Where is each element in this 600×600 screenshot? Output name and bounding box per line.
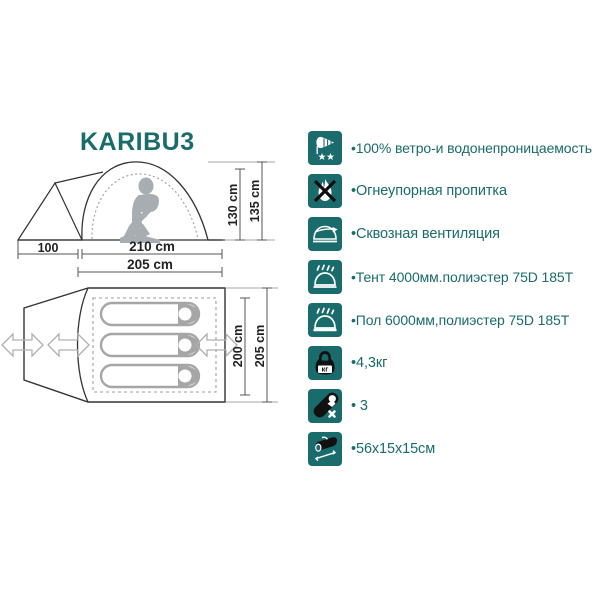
dim-label-outer-height: 135 cm	[248, 180, 262, 222]
sleeping-person-capacity-icon	[308, 388, 342, 423]
kettlebell-weight-icon: кг	[308, 345, 342, 380]
feature-row-floor: •Пол 6000мм,полиэстер 75D 185T	[308, 298, 600, 341]
vestibule-ridge	[54, 171, 104, 184]
page-title: KARIBU3	[80, 128, 195, 156]
airflow-arrow	[1, 332, 44, 358]
svg-text:кг: кг	[322, 364, 329, 373]
dim-inner-height	[235, 168, 245, 241]
feature-label: •Пол 6000мм,полиэстер 75D 185T	[351, 311, 570, 328]
feature-label: •56x15x15см	[351, 440, 436, 457]
tent-outer-shell	[81, 161, 209, 241]
feature-row-packed-size: •56x15x15см	[308, 427, 600, 470]
dome-ventilation-icon	[308, 216, 342, 251]
airflow-arrow	[47, 332, 90, 358]
feature-list: •100% ветро-и водонепроницаемость •Огнеу…	[308, 126, 600, 470]
floor-inner-dashed	[92, 297, 217, 393]
feature-row-capacity: • 3	[308, 384, 600, 427]
dim-label-inner-depth: 200 cm	[231, 325, 245, 367]
dim-label-inner-length: 210 cm	[129, 239, 175, 254]
dim-label-inner-height: 130 cm	[226, 184, 240, 226]
windsock-two-stars-icon	[308, 130, 342, 165]
packed-carry-bag-icon	[308, 431, 342, 466]
dim-inner-depth	[240, 297, 250, 396]
feature-row-flysheet: •Тент 4000мм.полиэстер 75D 185T	[308, 255, 600, 298]
person-silhouette	[120, 177, 160, 243]
airflow-arrow	[195, 332, 238, 358]
dim-vestibule-width	[17, 240, 79, 259]
flame-crossed-out-icon	[308, 173, 342, 208]
feature-row-fire-retardant: •Огнеупорная пропитка	[308, 169, 600, 212]
sleeping-bag	[99, 332, 201, 358]
dim-outer-depth	[262, 287, 272, 403]
rain-on-floor-icon	[308, 302, 342, 337]
sleeping-bag-group	[99, 301, 201, 389]
dim-label-outer-depth: 205 cm	[253, 325, 267, 367]
dim-inner-length	[81, 249, 223, 259]
feature-label: •Тент 4000мм.полиэстер 75D 185T	[351, 268, 574, 285]
feature-label: •100% ветро-и водонепроницаемость	[351, 139, 592, 156]
feature-label: •Сквозная вентиляция	[351, 225, 500, 242]
floor-inner-wall	[76, 287, 89, 403]
feature-label: •Огнеупорная пропитка	[351, 182, 507, 199]
vestibule-outline	[16, 181, 83, 241]
tent-technical-drawing: 100 210 cm 205 cm	[0, 150, 300, 440]
floor-plan-group: 200 cm 205 cm	[1, 271, 278, 403]
sleeping-bag	[99, 363, 201, 389]
dim-label-outer-length: 205 cm	[127, 257, 173, 272]
feature-label: • 3	[351, 397, 368, 414]
feature-row-weight: кг •4,3кг	[308, 341, 600, 384]
side-view-group: 100 210 cm 205 cm	[16, 161, 275, 277]
feature-row-windproof: •100% ветро-и водонепроницаемость	[308, 126, 600, 169]
rain-on-dome-icon	[308, 259, 342, 294]
feature-row-ventilation: •Сквозная вентиляция	[308, 212, 600, 255]
dim-label-vestibule-width: 100	[38, 241, 59, 255]
drawing-svg: 100 210 cm 205 cm	[1, 161, 278, 403]
sleeping-bag	[99, 301, 201, 327]
feature-label: •4,3кг	[351, 354, 388, 371]
dim-outer-height	[257, 161, 267, 241]
